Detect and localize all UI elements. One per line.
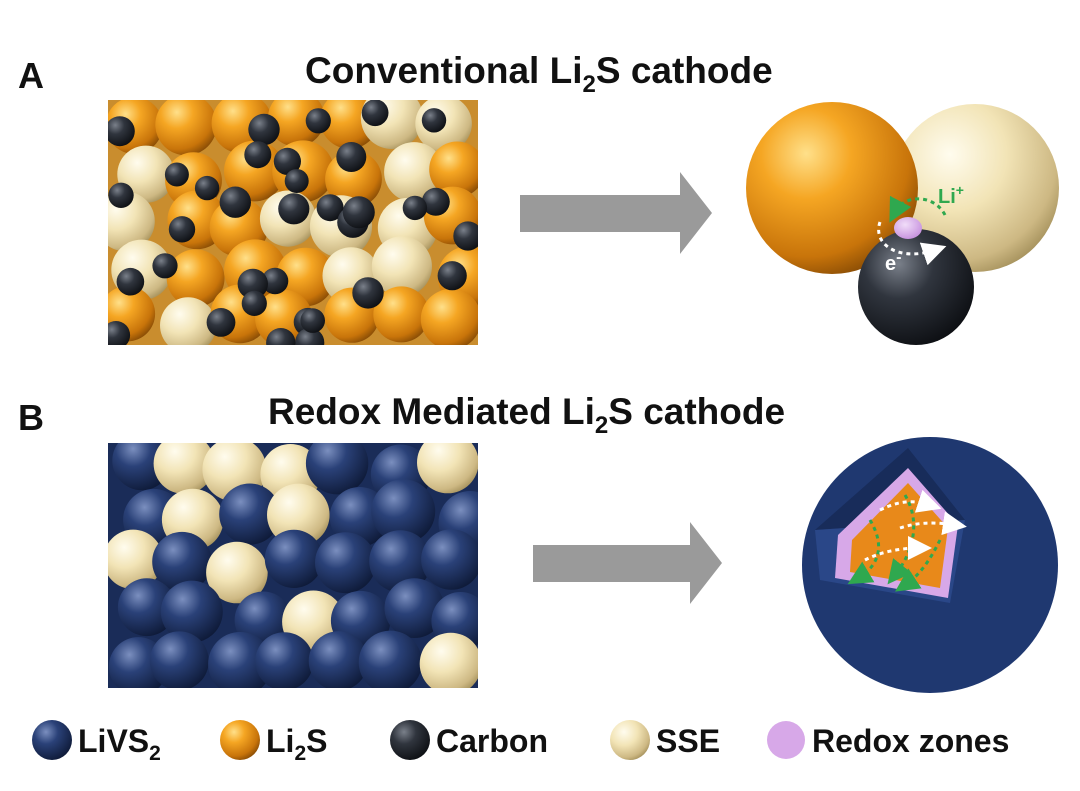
conventional-cathode-particle-block: [95, 87, 499, 358]
carbon-particle: [105, 116, 135, 146]
legend-label-livs2: LiVS2: [78, 723, 161, 765]
panel-a-arrow-icon: [520, 172, 712, 254]
carbon-particle: [453, 221, 482, 250]
carbon-particle: [300, 308, 325, 333]
livs2-particle: [306, 432, 368, 494]
panel-a-letter: A: [18, 55, 44, 96]
panel-a-title-end: S cathode: [596, 50, 773, 91]
legend-label-sse: SSE: [656, 723, 720, 759]
carbon-particle: [207, 308, 236, 337]
livs2-particle: [315, 532, 376, 593]
carbon-particle: [352, 277, 383, 308]
carbon-particle: [108, 183, 133, 208]
legend-li2s-sphere-icon: [220, 720, 260, 760]
li2s-particle: [421, 289, 482, 350]
conventional-interface-zoom: Li+ e-: [746, 102, 1059, 345]
panel-b-arrow-icon: [533, 522, 722, 604]
legend-label-carbon: Carbon: [436, 723, 548, 759]
redox-mediated-cathode-particle-block: [103, 431, 502, 696]
legend-livs2-sphere-icon: [32, 720, 72, 760]
carbon-particle: [438, 261, 467, 290]
livs2-particle: [150, 631, 209, 690]
legend-label-li2s: Li2S: [266, 723, 327, 765]
panel-a-title: Conventional Li2S cathode: [305, 50, 773, 98]
carbon-particle: [266, 328, 295, 357]
sse-particle: [417, 432, 479, 494]
carbon-particle: [403, 196, 427, 220]
carbon-particle: [336, 142, 366, 172]
carbon-particle: [195, 176, 219, 200]
zoom-carbon-sphere: [858, 229, 974, 345]
carbon-particle: [306, 108, 331, 133]
panel-b-title-sub: 2: [595, 412, 608, 439]
carbon-particle: [343, 196, 375, 228]
panel-a-title-main: Conventional Li: [305, 50, 583, 91]
carbon-particle: [169, 216, 195, 242]
carbon-particle: [220, 187, 251, 218]
panel-b-title: Redox Mediated Li2S cathode: [268, 391, 785, 439]
livs2-particle: [421, 529, 482, 590]
panel-b-letter: B: [18, 397, 44, 438]
panel-b-title-main: Redox Mediated Li: [268, 391, 595, 432]
carbon-particle: [422, 108, 446, 132]
carbon-particle: [248, 114, 279, 145]
legend-sse-sphere-icon: [610, 720, 650, 760]
legend: LiVS2 Li2S Carbon SSE Redox zones: [32, 720, 1009, 765]
carbon-particle: [285, 169, 309, 193]
livs2-particle: [359, 631, 422, 694]
carbon-particle: [362, 99, 389, 126]
livs2-particle: [265, 530, 323, 588]
carbon-particle: [165, 163, 189, 187]
redox-mediated-particle-cutaway: [802, 437, 1058, 693]
legend-carbon-sphere-icon: [390, 720, 430, 760]
li2s-particle: [155, 94, 217, 156]
panel-a-title-sub: 2: [583, 71, 596, 98]
carbon-particle: [242, 291, 267, 316]
zoom-redox-zone: [894, 217, 922, 239]
carbon-particle: [278, 193, 309, 224]
legend-redox-zone-icon: [767, 721, 805, 759]
carbon-particle: [244, 141, 271, 168]
carbon-particle: [152, 253, 177, 278]
legend-label-redox-zones: Redox zones: [812, 723, 1009, 759]
panel-b-title-end: S cathode: [608, 391, 785, 432]
carbon-particle: [117, 268, 145, 296]
carbon-particle: [102, 321, 130, 349]
livs2-particle: [255, 632, 313, 690]
sse-particle: [420, 633, 482, 695]
